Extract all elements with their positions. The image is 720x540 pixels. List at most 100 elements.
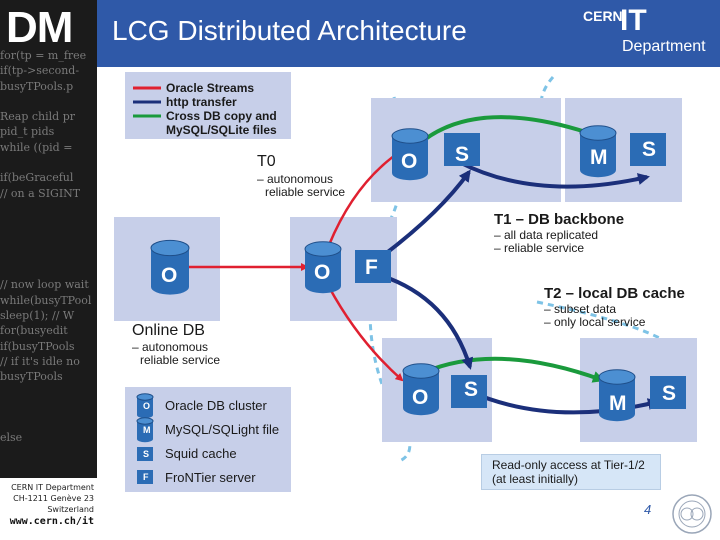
t2-right-mysql-cylinder xyxy=(598,369,636,422)
code-line: // on a SIGINT xyxy=(0,186,81,200)
cern-wordmark: CERN xyxy=(583,8,623,24)
code-line: else xyxy=(0,431,23,445)
legend-frontier-icon xyxy=(137,470,153,484)
online-db-sub-2: reliable service xyxy=(140,353,221,367)
code-line: if(busyTPools xyxy=(0,339,75,353)
green-copy-arrow-top xyxy=(422,115,598,142)
http-arrow-top-right xyxy=(458,160,650,189)
code-line: Reap child pr xyxy=(0,110,76,124)
code-line xyxy=(0,461,97,476)
code-line xyxy=(0,247,97,262)
footer-dept: CERN IT Department xyxy=(11,483,94,492)
code-line: // now loop wait xyxy=(0,278,89,292)
code-line xyxy=(0,94,97,109)
code-line: while(busyTPool xyxy=(0,293,92,307)
footer-address: CH-1211 Genève 23 xyxy=(13,494,94,503)
t0-oracle-letter: O xyxy=(401,150,418,173)
code-line: pid_t pids xyxy=(0,125,55,139)
legend-squid-icon xyxy=(137,447,153,461)
legend-oracle-icon xyxy=(136,393,154,419)
t2-right-squid-letter: S xyxy=(662,382,677,405)
sidebar: for(tp = m_free if(tp->second-busyTPools.… xyxy=(0,0,97,540)
t1-sub-2: – reliable service xyxy=(494,241,585,255)
code-line xyxy=(0,216,97,231)
code-line: busyTPools.p xyxy=(0,79,74,93)
frontier-letter: F xyxy=(365,256,378,279)
footer: CERN IT Department CH-1211 Genève 23 Swi… xyxy=(0,478,97,540)
code-line: for(tp = m_free xyxy=(0,49,87,62)
t0-squid-square xyxy=(444,133,480,166)
t1-squid-letter: S xyxy=(642,138,657,161)
region-curve-middle xyxy=(368,236,389,398)
legend-oracle-cluster-label: Oracle DB cluster xyxy=(165,398,267,413)
t1-title: T1 – DB backbone xyxy=(494,211,625,228)
t2-left-oracle-cylinder xyxy=(402,363,440,416)
legend-mysql-file-label: MySQL/SQLight file xyxy=(165,422,280,437)
legend-top-box xyxy=(125,72,291,139)
department-wordmark: Department xyxy=(622,38,706,55)
legend-mysql-icon-letter: M xyxy=(143,425,151,435)
legend-http-label: http transfer xyxy=(166,95,237,109)
green-copy-arrow-bottom xyxy=(424,356,605,383)
legend-mysql-icon xyxy=(136,417,154,443)
t2-left-squid-letter: S xyxy=(464,378,479,401)
t2-right-squid-square xyxy=(650,376,686,409)
code-line: // if it's idle no xyxy=(0,354,80,368)
code-line xyxy=(0,446,97,461)
t0-title: T0 xyxy=(257,153,276,170)
code-line: if(beGraceful xyxy=(0,171,74,185)
t2-left-oracle-letter: O xyxy=(412,386,429,409)
code-line: busyTPools xyxy=(0,370,63,384)
legend-frontier-icon-letter: F xyxy=(143,472,149,482)
it-wordmark: IT xyxy=(620,4,647,37)
online-db-title: Online DB xyxy=(132,322,205,339)
header-bar xyxy=(97,0,720,67)
architecture-diagram xyxy=(114,72,697,492)
oracle-stream-to-t2 xyxy=(327,286,404,382)
t2-sub-1: – subset data xyxy=(544,302,617,316)
code-line xyxy=(0,385,97,400)
readonly-note-box: Read-only access at Tier-1/2 (at least i… xyxy=(481,454,661,490)
footer-country: Switzerland xyxy=(47,505,94,514)
legend-oracle-icon-letter: O xyxy=(143,401,151,411)
code-line: for(busyedit xyxy=(0,324,68,338)
legend-oracle-streams-label: Oracle Streams xyxy=(166,81,255,95)
legend-squid-label: Squid cache xyxy=(165,446,237,461)
online-db-sub-1: – autonomous xyxy=(132,340,209,354)
t1-mysql-letter: M xyxy=(590,146,608,169)
page-number: 4 xyxy=(644,502,652,517)
t2-sub-2: – only local service xyxy=(544,315,646,329)
frontier-oracle-cylinder xyxy=(304,241,342,294)
code-line xyxy=(0,155,97,170)
slide-title: LCG Distributed Architecture xyxy=(112,15,467,46)
code-line xyxy=(0,262,97,277)
t0-oracle-cylinder xyxy=(391,128,429,181)
code-line: sleep(1); // W xyxy=(0,309,75,323)
t1-squid-square xyxy=(630,133,666,166)
legend-frontier-label: FroNTier server xyxy=(165,470,256,485)
legend-crossdb-label: Cross DB copy and xyxy=(166,109,277,123)
code-line: while ((pid = xyxy=(0,140,73,154)
code-line xyxy=(0,400,97,415)
t0-sub-2: reliable service xyxy=(265,185,346,199)
t1-mysql-cylinder xyxy=(579,125,617,178)
t2-left-squid-square xyxy=(451,375,487,408)
oracle-stream-to-t0 xyxy=(327,149,403,246)
cern-seal-icon xyxy=(672,494,712,534)
online-oracle-letter: O xyxy=(161,264,178,287)
t2-title: T2 – local DB cache xyxy=(544,285,685,302)
frontier-oracle-letter: O xyxy=(314,261,331,284)
code-line: if(tp->second- xyxy=(0,64,80,78)
code-line xyxy=(0,415,97,430)
frontier-square xyxy=(355,250,391,283)
online-oracle-cylinder xyxy=(150,239,190,295)
code-line xyxy=(0,232,97,247)
t0-sub-1: – autonomous xyxy=(257,172,334,186)
t1-sub-1: – all data replicated xyxy=(494,228,599,242)
footer-url-link[interactable]: www.cern.ch/it xyxy=(9,516,94,527)
legend-crossdb-label-2: MySQL/SQLite files xyxy=(166,123,277,137)
t0-squid-letter: S xyxy=(455,143,470,166)
code-background: for(tp = m_free if(tp->second-busyTPools.… xyxy=(0,48,97,478)
dm-logo: DM xyxy=(6,3,73,52)
readonly-note-line-1: Read-only access at Tier-1/2 xyxy=(492,458,645,472)
